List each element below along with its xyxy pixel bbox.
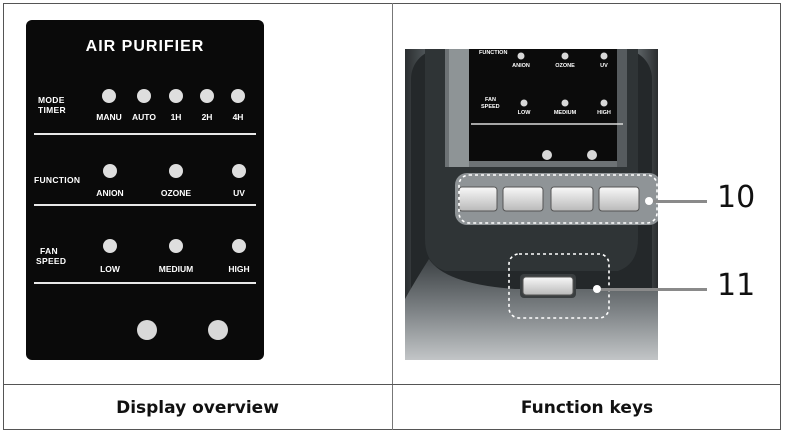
function-option-uv: UV — [233, 188, 245, 198]
mode-option-2h: 2H — [201, 112, 213, 122]
photo-fan-high: HIGH — [597, 110, 611, 116]
callout-11-label: 11 — [717, 268, 756, 303]
photo-fan-low: LOW — [517, 110, 531, 116]
mode-option-auto: AUTO — [132, 112, 156, 122]
function-keys-photo: FUNCTION ANION OZONE UV FAN SPEED LOW ME… — [405, 49, 658, 360]
device-photo-graphic — [405, 49, 658, 360]
fan-label-line1: FAN — [40, 246, 58, 256]
photo-function-label: FUNCTION — [479, 50, 508, 56]
photo-function-anion: ANION — [512, 63, 530, 69]
mode-label-line2: TIMER — [38, 105, 66, 115]
indicator-dot-right — [208, 320, 228, 340]
function-dot-uv — [232, 164, 246, 178]
mode-dot-manu — [102, 89, 116, 103]
separator-line — [34, 133, 256, 135]
photo-fan-label-line2: SPEED — [481, 104, 500, 110]
function-dot-ozone — [169, 164, 183, 178]
mode-label-line1: MODE — [38, 95, 65, 105]
fan-option-high: HIGH — [228, 264, 250, 274]
fan-dot-medium — [169, 239, 183, 253]
fan-option-low: LOW — [100, 264, 120, 274]
photo-fan-label-line1: FAN — [485, 97, 496, 103]
fan-dot-low — [103, 239, 117, 253]
fan-option-medium: MEDIUM — [158, 264, 194, 274]
mode-option-1h: 1H — [170, 112, 182, 122]
callout-10-label: 10 — [717, 180, 756, 215]
photo-function-ozone: OZONE — [555, 63, 575, 69]
separator-line — [34, 282, 256, 284]
mode-dot-1h — [169, 89, 183, 103]
mode-dot-2h — [200, 89, 214, 103]
fan-dot-high — [232, 239, 246, 253]
mode-dot-4h — [231, 89, 245, 103]
caption-function-keys: Function keys — [520, 398, 654, 418]
panel-title: AIR PURIFIER — [85, 38, 205, 55]
column-divider — [392, 3, 393, 430]
display-panel: AIR PURIFIER MODE TIMER MANU AUTO 1H 2H … — [26, 20, 264, 360]
caption-divider — [3, 384, 781, 385]
caption-display-overview: Display overview — [116, 398, 279, 418]
callout-11-leader-line — [601, 288, 707, 291]
indicator-dot-left — [137, 320, 157, 340]
callout-10-leader-line — [653, 200, 707, 203]
function-label: FUNCTION — [34, 175, 81, 185]
photo-fan-medium: MEDIUM — [553, 110, 577, 116]
function-option-ozone: OZONE — [160, 188, 192, 198]
fan-label-line2: SPEED — [36, 256, 67, 266]
mode-dot-auto — [137, 89, 151, 103]
separator-line — [34, 204, 256, 206]
photo-function-uv: UV — [600, 63, 608, 69]
function-dot-anion — [103, 164, 117, 178]
mode-option-4h: 4H — [232, 112, 244, 122]
mode-option-manu: MANU — [96, 112, 122, 122]
function-option-anion: ANION — [96, 188, 124, 198]
